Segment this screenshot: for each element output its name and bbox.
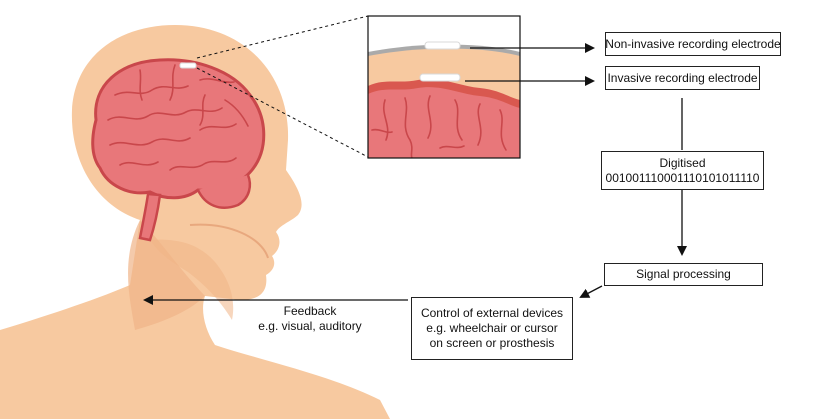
control-line-2: e.g. wheelchair or cursor [426,321,557,336]
signal-processing-label: Signal processing [636,267,731,282]
invasive-electrode-label: Invasive recording electrode [607,71,757,86]
feedback-label: Feedback e.g. visual, auditory [245,304,375,334]
control-devices-box: Control of external devices e.g. wheelch… [411,297,573,360]
noninvasive-electrode-box: Non-invasive recording electrode [605,32,781,56]
zoom-inset [368,16,520,158]
control-line-1: Control of external devices [421,306,563,321]
digitised-bits: 001001110001110101011110 [606,171,760,186]
invasive-electrode-box: Invasive recording electrode [605,66,760,90]
scalp-electrode [180,63,196,68]
feedback-line-2: e.g. visual, auditory [245,319,375,334]
feedback-line-1: Feedback [245,304,375,319]
arrow-to-control [581,286,602,297]
digitised-title: Digitised [659,156,705,171]
digitised-box: Digitised 001001110001110101011110 [601,151,764,190]
signal-processing-box: Signal processing [604,263,763,286]
control-line-3: on screen or prosthesis [430,336,555,351]
noninvasive-electrode-label: Non-invasive recording electrode [605,37,780,52]
